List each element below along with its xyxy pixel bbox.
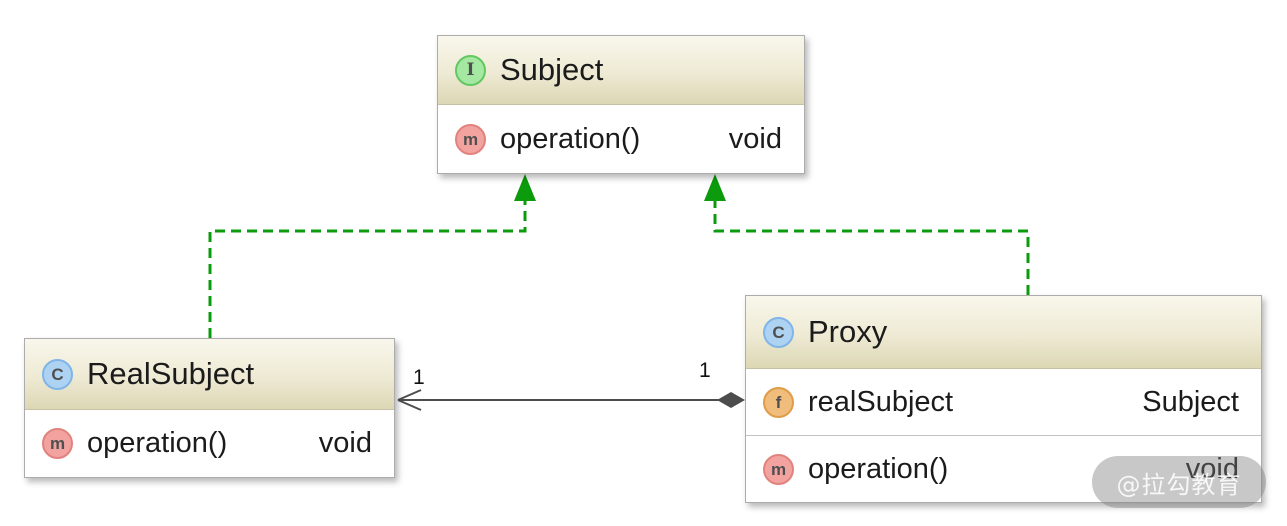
realization-arrowhead-icon bbox=[514, 174, 536, 201]
aggregation-diamond-icon bbox=[717, 392, 745, 408]
field-type: Subject bbox=[1142, 385, 1239, 418]
method-row: m operation() void bbox=[25, 410, 394, 477]
field-name: realSubject bbox=[808, 385, 954, 418]
class-node-realsubject[interactable]: C RealSubject m operation() void bbox=[24, 338, 395, 478]
field-icon: f bbox=[763, 386, 794, 418]
method-icon: m bbox=[763, 453, 794, 485]
realization-arrowhead-icon bbox=[704, 174, 726, 201]
realization-edge-proxy-to-subject bbox=[704, 174, 1030, 295]
method-name: operation() bbox=[808, 452, 949, 485]
method-return-type: void bbox=[728, 122, 782, 155]
multiplicity-label-realsubject-end: 1 bbox=[413, 366, 425, 389]
method-name: operation() bbox=[500, 122, 641, 155]
realization-edge-realsubject-to-subject bbox=[208, 174, 536, 338]
class-header: C RealSubject bbox=[25, 339, 394, 410]
class-node-proxy[interactable]: C Proxy f realSubject Subject m operatio… bbox=[745, 295, 1262, 503]
watermark-text: @拉勾教育 bbox=[1116, 470, 1242, 499]
class-name: Proxy bbox=[808, 314, 888, 349]
class-node-subject[interactable]: I Subject m operation() void bbox=[437, 35, 805, 174]
method-icon: m bbox=[455, 123, 486, 155]
class-name: RealSubject bbox=[87, 356, 255, 391]
class-header: C Proxy bbox=[746, 296, 1261, 369]
method-return-type: void bbox=[1185, 452, 1239, 485]
class-name: Subject bbox=[500, 52, 604, 87]
method-row: m operation() void bbox=[746, 436, 1261, 502]
watermark-badge: @拉勾教育 bbox=[1092, 456, 1266, 508]
aggregation-edge-proxy-to-realsubject bbox=[397, 389, 745, 411]
class-header: I Subject bbox=[438, 36, 804, 105]
method-row: m operation() void bbox=[438, 105, 804, 173]
method-name: operation() bbox=[87, 427, 228, 459]
multiplicity-label-proxy-end: 1 bbox=[699, 359, 711, 382]
field-row: f realSubject Subject bbox=[746, 369, 1261, 436]
method-return-type: void bbox=[318, 427, 372, 459]
class-icon: C bbox=[763, 316, 794, 348]
interface-icon: I bbox=[455, 54, 486, 86]
class-icon: C bbox=[42, 358, 73, 390]
method-icon: m bbox=[42, 428, 73, 459]
